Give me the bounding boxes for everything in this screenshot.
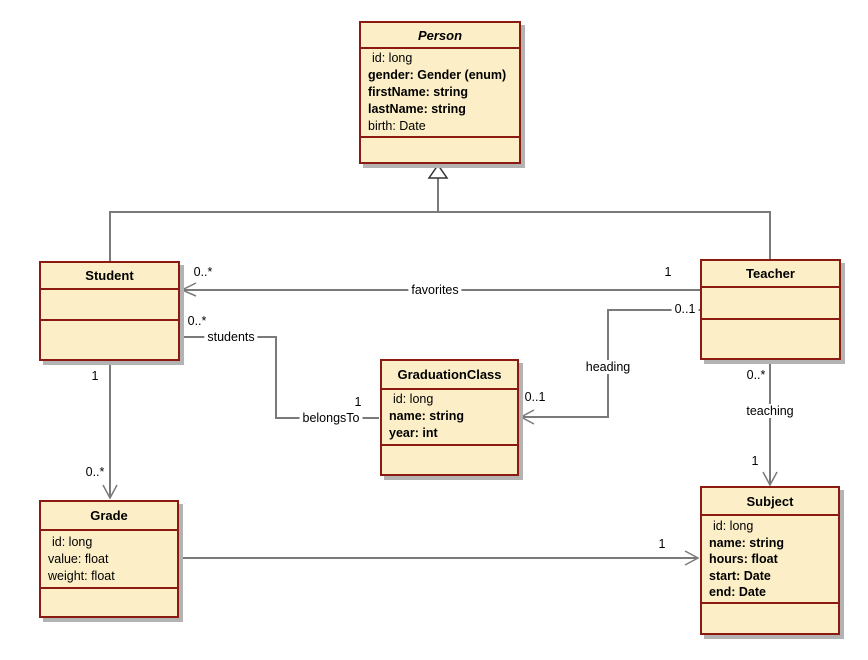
class-student[interactable]: Student [39, 261, 180, 361]
students-class-multiplicity: 1 [354, 395, 362, 409]
attributes-compartment [702, 286, 839, 318]
students-edge[interactable] [181, 336, 379, 419]
students-role-label: students [204, 330, 258, 344]
students-student-multiplicity: 0..* [187, 314, 207, 328]
teaching-teacher-multiplicity: 0..* [746, 368, 766, 382]
class-title: Teacher [746, 266, 795, 281]
class-grade[interactable]: Grade id: long value: float weight: floa… [39, 500, 179, 618]
teaching-association-label: teaching [743, 404, 797, 418]
attribute-row: firstName: string [368, 85, 469, 99]
attribute-row: id: long [372, 51, 413, 65]
grade-subject-multiplicity: 1 [658, 537, 666, 551]
grades-student-multiplicity: 1 [91, 369, 99, 383]
class-title: Person [417, 27, 463, 43]
teaching-edge[interactable] [762, 360, 778, 487]
attribute-row: gender: Gender (enum) [368, 68, 507, 82]
open-arrowhead-icon [519, 409, 535, 425]
attributes-compartment: id: long name: string year: int [382, 388, 517, 444]
attributes-compartment: id: long value: float weight: float [41, 529, 177, 587]
heading-association-label: heading [582, 360, 634, 374]
generalization-triangle-icon [427, 163, 449, 179]
favorites-teacher-multiplicity: 1 [664, 265, 672, 279]
open-arrowhead-icon [180, 282, 197, 297]
methods-compartment [702, 602, 838, 633]
attribute-row: name: string [709, 535, 785, 550]
methods-compartment [41, 319, 178, 363]
heading-teacher-multiplicity: 0..1 [671, 302, 699, 316]
methods-compartment [361, 136, 519, 166]
open-arrowhead-icon [762, 471, 778, 487]
class-teacher[interactable]: Teacher [700, 259, 841, 360]
attribute-row: name: string [389, 409, 465, 423]
methods-compartment [382, 444, 517, 476]
attributes-compartment: id: long name: string hours: float start… [702, 514, 838, 602]
heading-class-multiplicity: 0..1 [524, 390, 546, 404]
open-arrowhead-icon [102, 484, 118, 500]
attribute-row: id: long [52, 535, 93, 549]
class-subject[interactable]: Subject id: long name: string hours: flo… [700, 486, 840, 635]
attribute-row: end: Date [709, 585, 766, 599]
methods-compartment [702, 318, 839, 362]
methods-compartment [41, 587, 177, 618]
attribute-row: lastName: string [368, 102, 466, 116]
teaching-subject-multiplicity: 1 [751, 454, 759, 468]
open-arrowhead-icon [684, 550, 700, 566]
student-grade-edge[interactable] [102, 361, 118, 500]
attribute-row: start: Date [709, 568, 771, 583]
attribute-row: id: long [713, 519, 754, 533]
belongsto-role-label: belongsTo [299, 411, 363, 425]
class-title: Student [85, 268, 134, 283]
class-title: Grade [90, 508, 128, 523]
attributes-compartment [41, 288, 178, 319]
generalization-edge[interactable] [109, 163, 771, 261]
attributes-compartment: id: long gender: Gender (enum) firstName… [361, 47, 519, 136]
attribute-row: weight: float [48, 569, 115, 583]
favorites-association-label: favorites [408, 283, 462, 297]
grade-subject-edge[interactable] [179, 550, 700, 566]
class-person[interactable]: Person id: long gender: Gender (enum) fi… [359, 21, 521, 164]
grades-grade-multiplicity: 0..* [85, 465, 105, 479]
attribute-row: hours: float [709, 552, 778, 566]
class-title: GraduationClass [397, 367, 502, 382]
class-graduation-class[interactable]: GraduationClass id: long name: string ye… [380, 359, 519, 476]
class-title: Subject [746, 493, 794, 509]
favorites-student-multiplicity: 0..* [193, 265, 213, 279]
attribute-row: value: float [48, 552, 109, 566]
attribute-row: birth: Date [368, 119, 426, 133]
attribute-row: id: long [393, 392, 434, 406]
attribute-row: year: int [389, 426, 438, 440]
